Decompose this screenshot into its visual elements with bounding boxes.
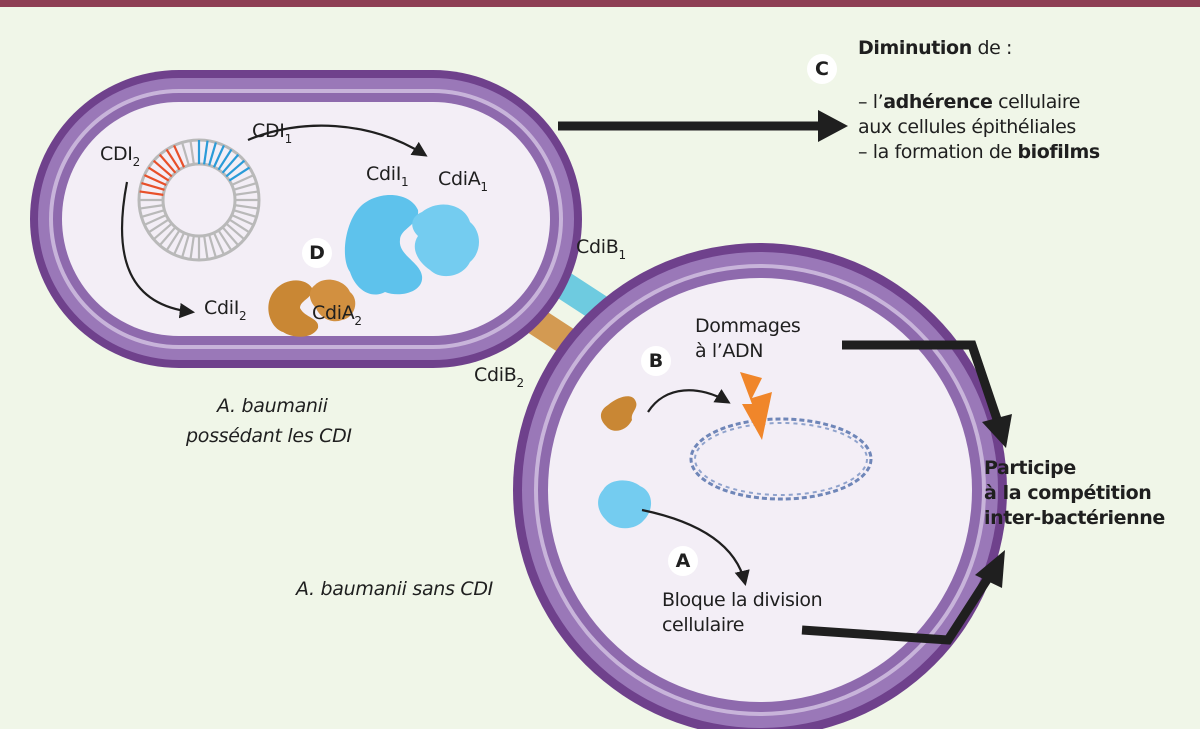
plasmid-base-pair: [181, 142, 190, 166]
plasmid-base-pair: [234, 190, 259, 196]
plasmid-base-pair: [217, 148, 233, 171]
plasmid-base-pair: [212, 144, 225, 168]
cdib1-label: CdiB1: [576, 236, 626, 262]
plasmid-base-pair: [233, 182, 257, 191]
plasmid-base-pair: [181, 234, 190, 258]
effect-b-text: Dommages à l’ADN: [695, 315, 801, 362]
plasmid-base-pair: [143, 213, 167, 226]
plasmid-base-pair: [141, 209, 165, 218]
top-border: [0, 0, 1200, 7]
outcome-text: Participe à la compétition inter-bactéri…: [984, 457, 1165, 529]
cdia1-cdii1-protein-complex: [344, 194, 479, 295]
cdi1-label: CDI1: [252, 120, 292, 146]
badge-a: A: [668, 546, 698, 576]
plasmid-base-pair: [173, 232, 186, 256]
plasmid-base-pair: [203, 235, 209, 260]
effect-a-text: Bloque la division cellulaire: [662, 589, 823, 636]
toxin-b-arrow: [647, 389, 731, 413]
plasmid-base-pair: [221, 226, 240, 247]
arrow-a-to-outcome: [801, 550, 1005, 645]
plasmid-base-pair: [233, 209, 257, 218]
dna-chromosome: [689, 417, 873, 501]
plasmid-base-pair: [203, 140, 209, 165]
cdia1-toxin: [598, 480, 652, 529]
plasmid-base-pair: [165, 148, 181, 171]
cdia1-label: CdiA1: [438, 168, 488, 194]
plasmid-base-pair: [139, 204, 164, 210]
plasmid-base-pair: [228, 166, 251, 182]
plasmid-base-pair: [208, 234, 217, 258]
toxin-a-arrow: [641, 508, 750, 586]
cdib2-label: CdiB2: [474, 364, 524, 390]
plasmid-base-pair: [152, 222, 173, 241]
arrow-b-to-outcome: [842, 340, 1012, 448]
plasmid-base-pair: [147, 218, 170, 234]
plasmid-base-pair: [234, 204, 259, 210]
plasmid-base-pair: [225, 222, 246, 241]
plasmid-base-pair: [231, 213, 255, 226]
effect-c-title: Diminution de :: [858, 37, 1013, 59]
cdia2-cdii2-protein-complex: [268, 279, 356, 337]
plasmid-base-pair: [147, 166, 170, 182]
plasmid-base-pair: [189, 235, 195, 260]
bacterium-without-cdi: [513, 243, 1007, 729]
arrow-to-effect-c: [558, 110, 848, 142]
cdii1-label: CdiI1: [366, 163, 409, 189]
plasmid-base-pair: [228, 218, 251, 234]
plasmid-base-pair: [165, 229, 181, 252]
plasmid-base-pair: [217, 229, 233, 252]
badge-d: D: [302, 238, 332, 268]
caption-with-cdi-line2: possédant les CDI: [186, 425, 352, 447]
plasmid-base-pair: [208, 142, 217, 166]
cdi2-label: CDI2: [100, 143, 140, 169]
plasmid-ring: [137, 138, 261, 262]
cdi2-expression-arrow: [120, 181, 196, 319]
plasmid-base-pair: [173, 144, 186, 168]
plasmid-base-pair: [221, 153, 240, 174]
lightning-damage-icon: [740, 372, 772, 440]
plasmid-base-pair: [158, 153, 177, 174]
plasmid-base-pair: [139, 190, 164, 196]
plasmid-base-pair: [225, 159, 246, 178]
caption-with-cdi-line1: A. baumanii: [217, 395, 328, 417]
cdii2-label: CdiI2: [204, 297, 247, 323]
cdia2-label: CdiA2: [312, 302, 362, 328]
cdia2-toxin: [600, 396, 637, 431]
effect-c-text: – l’adhérence cellulaire aux cellules ép…: [858, 91, 1100, 163]
plasmid-base-pair: [141, 182, 165, 191]
plasmid-base-pair: [152, 159, 173, 178]
plasmid-base-pair: [158, 226, 177, 247]
badge-c: C: [807, 54, 837, 84]
plasmid-base-pair: [143, 174, 167, 187]
badge-b: B: [641, 346, 671, 376]
plasmid-base-pair: [231, 174, 255, 187]
plasmid-base-pair: [189, 140, 195, 165]
cdi1-expression-arrow: [247, 124, 428, 157]
plasmid-base-pair: [212, 232, 225, 256]
caption-without-cdi: A. baumanii sans CDI: [296, 578, 493, 600]
